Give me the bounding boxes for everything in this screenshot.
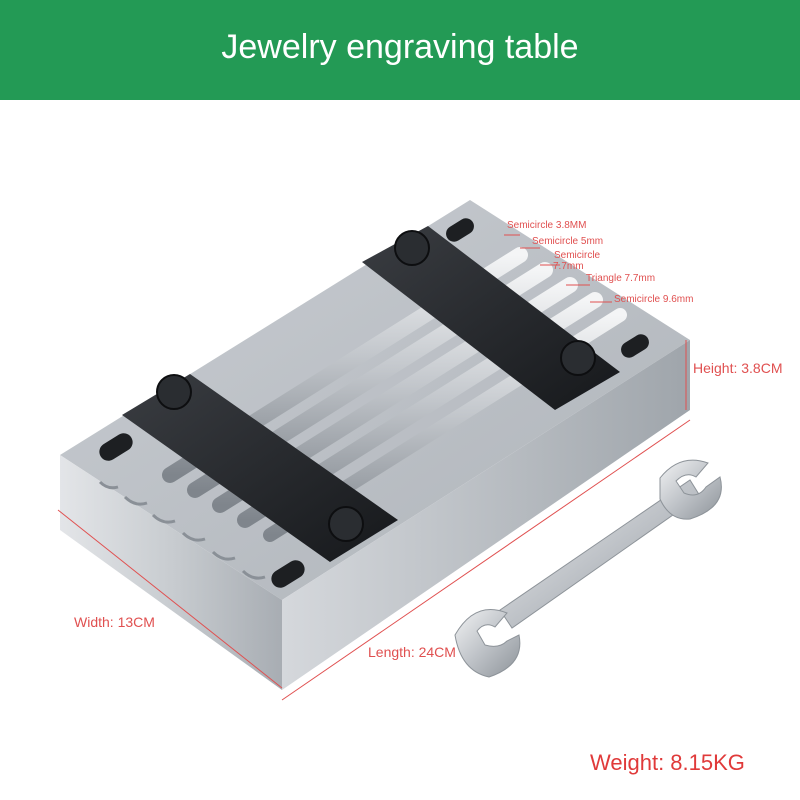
bolts [156, 230, 596, 542]
block-front-face [60, 455, 282, 690]
groove-label-1: Semicircle 3.8MM [507, 220, 587, 231]
width-label: Width: 13CM [74, 614, 155, 630]
groove-pointers [504, 234, 612, 303]
front-grooves [98, 480, 266, 580]
wrench [454, 459, 722, 678]
length-label: Length: 24CM [368, 644, 456, 660]
groove-label-3a: Semicircle [554, 250, 601, 261]
dimension-lines [57, 340, 691, 701]
clamp-plate-bottom [122, 374, 398, 562]
groove-label-2: Semicircle 5mm [532, 236, 604, 247]
page-title: Jewelry engraving table [221, 28, 579, 66]
height-label: Height: 3.8CM [693, 360, 783, 376]
title-banner: Jewelry engraving table [0, 0, 800, 100]
product-photo [57, 200, 722, 701]
clamp-plate-top [362, 226, 620, 410]
groove-label-5: Semicircle 9.6mm [614, 294, 694, 305]
groove-label-4: Triangle 7.7mm [586, 273, 656, 284]
slot-holes [99, 218, 649, 588]
groove-label-3b: 7.7mm [553, 261, 584, 272]
weight-label: Weight: 8.15KG [590, 750, 745, 775]
block-side-face [282, 340, 690, 690]
